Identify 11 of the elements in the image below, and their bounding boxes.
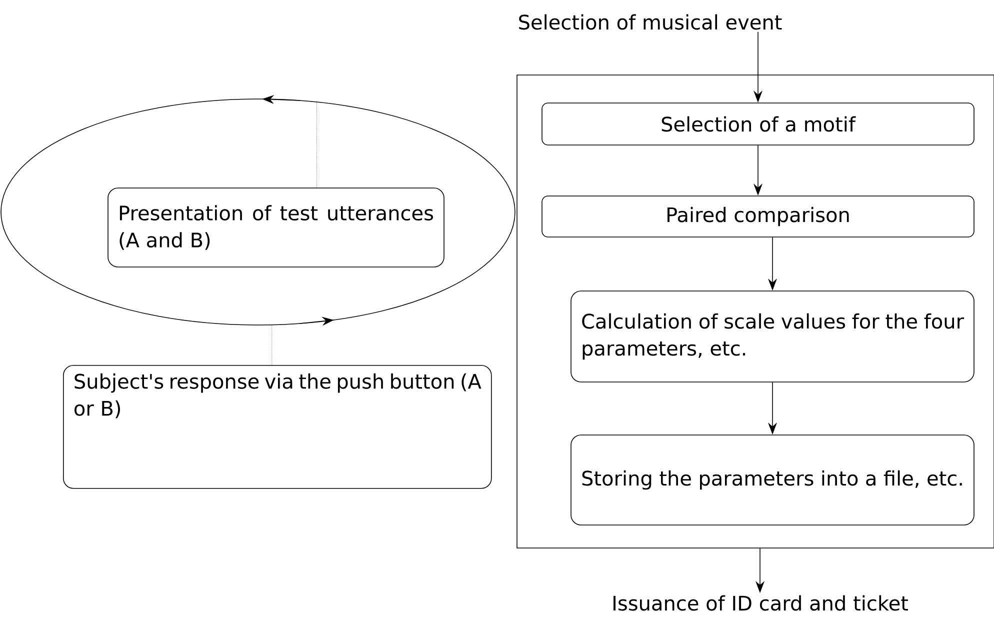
leader-line (316, 101, 317, 188)
process-box: Subject's response via the push button (A or B) (63, 365, 492, 489)
process-box: Selection of a motif (542, 102, 974, 146)
flow-label: Issuance of ID card and ticket (614, 595, 908, 611)
flow-label: Selection of musical event (519, 14, 782, 30)
process-box: Calculation of scale values for the four parameters, etc. (570, 290, 974, 382)
process-box: Storing the parameters into a file, etc. (570, 434, 974, 526)
frame-box (516, 74, 994, 548)
process-box: Paired comparison (542, 196, 974, 238)
loop-ellipse (0, 98, 516, 326)
process-box: Presentation of test utterances (A and B) (108, 188, 444, 268)
